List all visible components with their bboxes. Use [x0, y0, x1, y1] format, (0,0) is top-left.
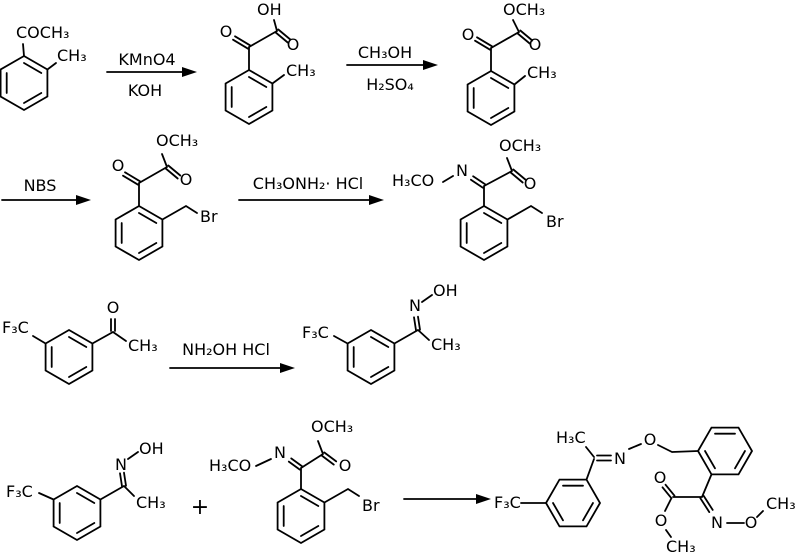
reaction-arrow-2: CH₃OH H₂SO₄ [346, 43, 438, 94]
atom-label: OCH₃ [311, 417, 353, 436]
arrow-head [476, 494, 491, 504]
atom-label: Br [200, 207, 218, 226]
atom-label: Br [546, 212, 564, 231]
atom-label: F₃C [6, 482, 33, 501]
benzene-ring [44, 329, 94, 385]
arrow-head [369, 195, 384, 205]
atom-label: F₃C [494, 493, 521, 512]
atom-label: F₃C [2, 318, 29, 337]
reagent-above: NH₂OH HCl [182, 340, 270, 359]
structure-bromide-reactant: OCH₃ N H₃CO O Br [209, 417, 380, 544]
structure-bromomethyl-methoxyimino-ester: OCH₃ N H₃CO O Br [392, 136, 564, 261]
benzene-ring [114, 205, 164, 261]
atom-label: O [524, 174, 537, 193]
structure-methyl-2-bromomethylphenylglyoxylate: OCH₃ O O Br [112, 131, 218, 261]
reagent-above: CH₃OH [358, 43, 412, 62]
atom-label: O [107, 298, 120, 317]
atom-label: OCH₃ [503, 0, 545, 19]
benzene-ring [466, 70, 516, 126]
reaction-arrow-6 [403, 494, 491, 504]
atom-label: O [180, 170, 193, 189]
atom-label: Br [362, 496, 380, 515]
atom-label: N [456, 161, 468, 180]
structure-trifluoromethylphenyl-ethanone-oxime: F₃C N OH CH₃ [302, 281, 461, 385]
benzene-ring [276, 488, 326, 544]
benzene-ring [346, 329, 396, 385]
structure-2-methylphenylglyoxylic-acid: OH O O CH₃ [220, 0, 316, 125]
benzene-ring [697, 426, 753, 476]
reaction-arrow-3: NBS [1, 176, 91, 205]
reagent-below: H₂SO₄ [366, 75, 414, 94]
atom-label: O [462, 25, 475, 44]
atom-label: OCH₃ [156, 131, 198, 150]
atom-label: CH₃ [136, 493, 166, 512]
atom-label: O [112, 156, 125, 175]
reaction-arrow-1: KMnO4 KOH [106, 50, 197, 100]
atom-label: H₃CO [392, 171, 434, 190]
atom-label: CH₃ [286, 61, 316, 80]
atom-label: OH [433, 281, 458, 300]
arrow-head [182, 67, 197, 77]
atom-label: O [644, 430, 657, 449]
atom-label: OH [139, 439, 164, 458]
atom-label: O [745, 513, 758, 532]
atom-label: OCH₃ [499, 136, 541, 155]
atom-label: O [287, 35, 300, 54]
atom-label: O [655, 511, 668, 530]
atom-label: N [614, 449, 626, 468]
atom-label: COCH₃ [16, 23, 69, 42]
atom-label: N [274, 443, 286, 462]
atom-label: H₃C [556, 428, 586, 447]
atom-label: CH₃ [57, 46, 87, 65]
atom-label: N [711, 513, 723, 532]
plus-sign: + [191, 495, 209, 520]
atom-label: CH₃ [666, 537, 696, 556]
benzene-ring [52, 485, 102, 541]
benzene-ring [459, 205, 509, 261]
atom-label: N [409, 296, 421, 315]
atom-label: CH₃ [431, 335, 461, 354]
atom-label: H₃CO [209, 456, 251, 475]
atom-label: CH₃ [128, 336, 158, 355]
reagent-above: NBS [24, 176, 57, 195]
atom-label: F₃C [302, 323, 329, 342]
atom-label: O [529, 35, 542, 54]
atom-label: O [339, 456, 352, 475]
atom-label: OH [257, 0, 282, 19]
arrow-head [423, 60, 438, 70]
structure-trifloxystrobin-product: H₃C N O F₃C O O CH₃ N O CH₃ [494, 426, 796, 556]
structure-methyl-2-methylphenylglyoxylate: OCH₃ O O CH₃ [462, 0, 557, 126]
reaction-arrow-5: NH₂OH HCl [169, 340, 295, 373]
benzene-ring [224, 69, 274, 125]
structure-3-trifluoromethylacetophenone: F₃C O CH₃ [2, 298, 158, 385]
reagent-below: KOH [128, 81, 162, 100]
arrow-head [280, 363, 295, 373]
benzene-ring [0, 55, 49, 111]
atom-label: O [654, 468, 667, 487]
reagent-above: KMnO4 [118, 50, 175, 69]
atom-label: CH₃ [527, 63, 557, 82]
structure-oxime-reactant: F₃C N OH CH₃ [6, 439, 166, 541]
arrow-head [76, 195, 91, 205]
reaction-arrow-4: CH₃ONH₂· HCl [238, 174, 384, 205]
atom-label: CH₃ [766, 494, 796, 513]
atom-label: O [220, 22, 233, 41]
benzene-ring [545, 478, 601, 528]
atom-label: N [115, 455, 127, 474]
structure-2-methylacetophenone: COCH₃ CH₃ [0, 23, 87, 111]
reagent-above: CH₃ONH₂· HCl [253, 174, 363, 193]
